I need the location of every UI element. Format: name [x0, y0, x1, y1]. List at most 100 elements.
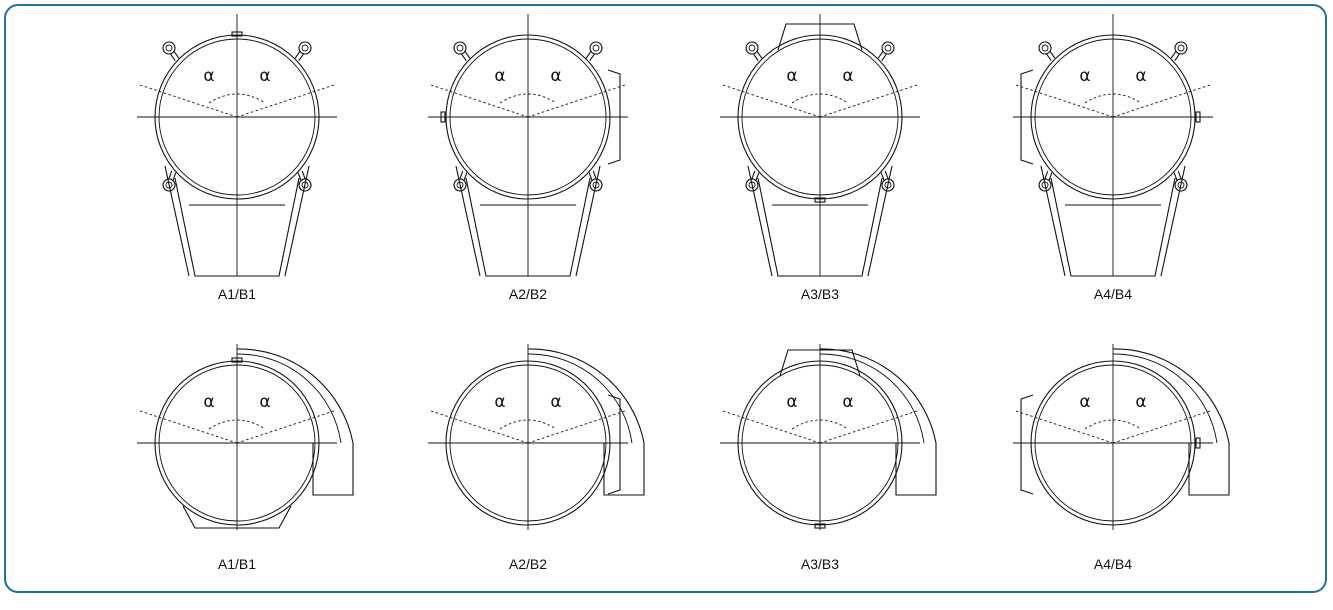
bolt-icon: [877, 41, 895, 62]
bolt-icon: [585, 41, 603, 62]
angle-arc: [208, 419, 266, 430]
angle-line-right: [236, 410, 335, 444]
fan-stand-outer: [757, 177, 883, 277]
fan-stand-legs: [747, 165, 893, 277]
angle-label-right: α: [1135, 392, 1146, 412]
bolt-icon: [453, 41, 471, 62]
scroll-volute: [1112, 348, 1230, 496]
scroll-volute-inner: [236, 353, 342, 444]
angle-line-left: [722, 84, 821, 118]
angle-line-right: [819, 410, 918, 444]
angle-arc: [208, 93, 266, 104]
angle-label-left: α: [494, 66, 505, 86]
fan-stand-outer: [174, 177, 300, 277]
angle-line-left: [1015, 410, 1114, 444]
bolt-icon: [745, 170, 760, 192]
bolt-icon: [453, 170, 468, 192]
outlet-marker-top: [231, 31, 243, 37]
diagram-label: A4/B4: [1093, 556, 1133, 572]
angle-label-right: α: [550, 392, 561, 412]
angle-label-right: α: [259, 66, 270, 86]
outlet-flange-left: [1020, 394, 1034, 495]
angle-label-left: α: [786, 66, 797, 86]
bolt-icon: [1038, 170, 1053, 192]
angle-label-left: α: [1079, 392, 1090, 412]
fan-stand-legs: [164, 165, 310, 277]
bolt-icon: [880, 170, 895, 192]
bolt-icon: [1038, 41, 1056, 62]
angle-arc: [1084, 419, 1142, 430]
angle-label-left: α: [494, 392, 505, 412]
outlet-marker-right: [1195, 437, 1201, 449]
bolt-icon: [294, 41, 312, 62]
angle-label-left: α: [203, 66, 214, 86]
angle-arc: [791, 419, 849, 430]
scroll-volute-inner: [1112, 353, 1218, 444]
scroll-volute: [527, 348, 645, 496]
angle-label-right: α: [842, 392, 853, 412]
bolt-icon: [1170, 41, 1188, 62]
outlet-flange-top: [779, 349, 861, 377]
diagram-label: A4/B4: [1093, 286, 1133, 302]
angle-line-left: [139, 84, 238, 118]
scroll-volute-inner: [527, 353, 633, 444]
fan-stand-legs: [455, 165, 601, 277]
angle-line-left: [430, 410, 529, 444]
angle-label-left: α: [203, 392, 214, 412]
angle-label-left: α: [1079, 66, 1090, 86]
angle-line-right: [527, 410, 626, 444]
angle-line-left: [1015, 84, 1114, 118]
diagram-label: A1/B1: [217, 556, 257, 572]
diagram-label: A3/B3: [800, 286, 840, 302]
angle-label-right: α: [1135, 66, 1146, 86]
scroll-volute: [819, 348, 937, 496]
angle-label-left: α: [786, 392, 797, 412]
fan-base-bottom: [182, 505, 292, 529]
diagram-label: A3/B3: [800, 556, 840, 572]
fan-stand-legs: [1040, 165, 1186, 277]
fan-stand-outer: [465, 177, 591, 277]
outlet-flange-right: [607, 394, 621, 495]
outlet-flange-right: [607, 69, 621, 165]
bolt-icon: [162, 41, 180, 62]
diagram-label: A2/B2: [508, 286, 548, 302]
angle-arc: [499, 419, 557, 430]
diagram-label: A2/B2: [508, 556, 548, 572]
angle-line-right: [236, 84, 335, 118]
outlet-flange-left: [1020, 69, 1034, 165]
angle-arc: [1084, 93, 1142, 104]
diagram-row1-a1b1: α α A1/B1: [117, 0, 357, 302]
angle-line-right: [527, 84, 626, 118]
bolt-icon: [588, 170, 603, 192]
outlet-marker-right: [1195, 111, 1201, 123]
angle-line-left: [722, 410, 821, 444]
bolt-icon: [745, 41, 763, 62]
angle-line-left: [139, 410, 238, 444]
outlet-marker-bottom: [814, 197, 826, 203]
outlet-marker-bottom: [814, 523, 826, 529]
diagram-label: A1/B1: [217, 286, 257, 302]
bolt-icon: [1173, 170, 1188, 192]
angle-label-right: α: [550, 66, 561, 86]
angle-line-left: [430, 84, 529, 118]
diagram-frame: [4, 4, 1327, 593]
scroll-volute-inner: [819, 353, 925, 444]
angle-arc: [791, 93, 849, 104]
angle-line-right: [1112, 84, 1211, 118]
outlet-flange-top: [777, 23, 863, 51]
outlet-marker-top: [231, 357, 243, 363]
angle-arc: [499, 93, 557, 104]
bolt-icon: [162, 170, 177, 192]
